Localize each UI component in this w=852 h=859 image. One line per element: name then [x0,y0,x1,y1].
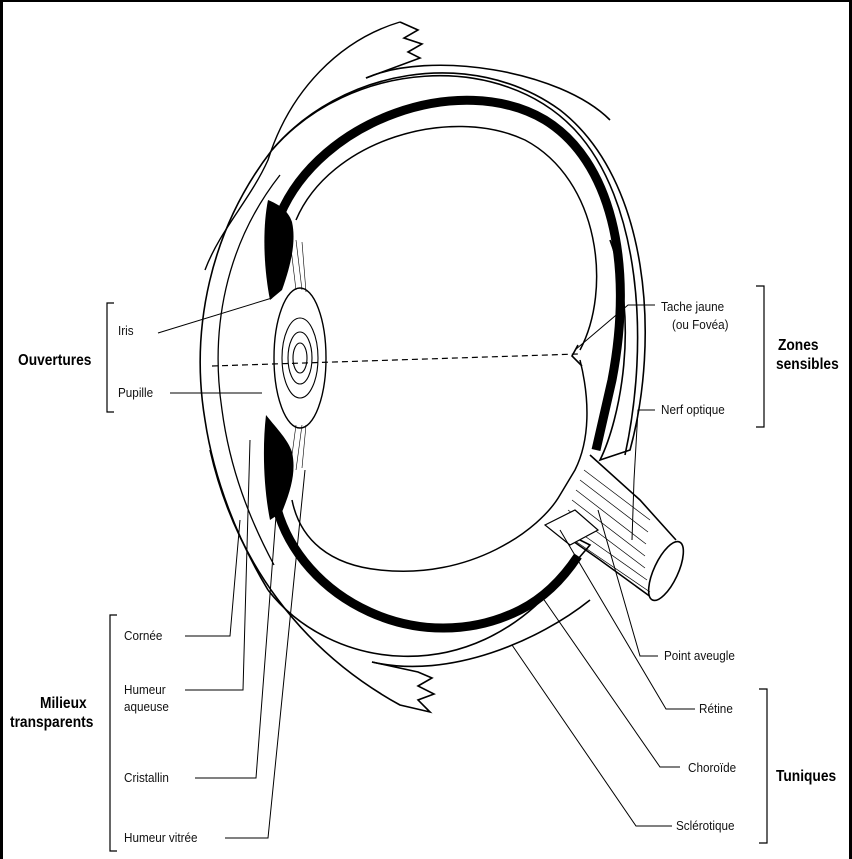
choroid-band-upper [280,100,620,450]
bracket-ouvertures [107,303,114,412]
label-choroide: Choroïde [688,759,736,776]
label-humeur-aqueuse-line1: Humeur [124,681,166,698]
retina-lower [292,360,587,571]
leader-sclerotique [512,645,672,826]
visual-axis [212,354,578,366]
bracket-milieux [110,615,117,851]
label-point-aveugle: Point aveugle [664,647,735,664]
leader-cornee [185,520,240,636]
label-tache-jaune-line2: (ou Fovéa) [672,316,729,333]
label-sclerotique: Sclérotique [676,817,735,834]
group-ouvertures: Ouvertures [18,351,91,370]
label-cristallin: Cristallin [124,769,169,786]
iris-lower [264,415,294,520]
ciliary-fibers [290,240,306,470]
label-pupille: Pupille [118,384,153,401]
iris-upper [264,200,293,300]
bracket-zones [756,286,764,427]
label-humeur-aqueuse-line2: aqueuse [124,698,169,715]
group-zones-line2: sensibles [776,355,839,374]
label-tache-jaune-line1: Tache jaune [661,298,724,315]
retina-upper [296,126,597,350]
lens [274,288,326,428]
label-cornee: Cornée [124,627,162,644]
bracket-tuniques [759,689,767,843]
cornea-outer [200,150,272,590]
choroid-band-lower [276,505,578,628]
label-nerf-optique: Nerf optique [661,401,725,418]
label-humeur-vitree: Humeur vitrée [124,829,197,846]
label-retine: Rétine [699,700,733,717]
group-zones-line1: Zones [778,336,819,355]
group-milieux-line1: Milieux [40,694,87,713]
optic-nerve-end [642,537,691,605]
group-milieux-line2: transparents [10,713,93,732]
group-tuniques: Tuniques [776,767,836,786]
leader-cristallin [195,490,278,778]
sclera-full [272,76,638,455]
leader-iris [158,298,272,333]
label-iris: Iris [118,322,134,339]
sclera-outer [272,73,645,460]
